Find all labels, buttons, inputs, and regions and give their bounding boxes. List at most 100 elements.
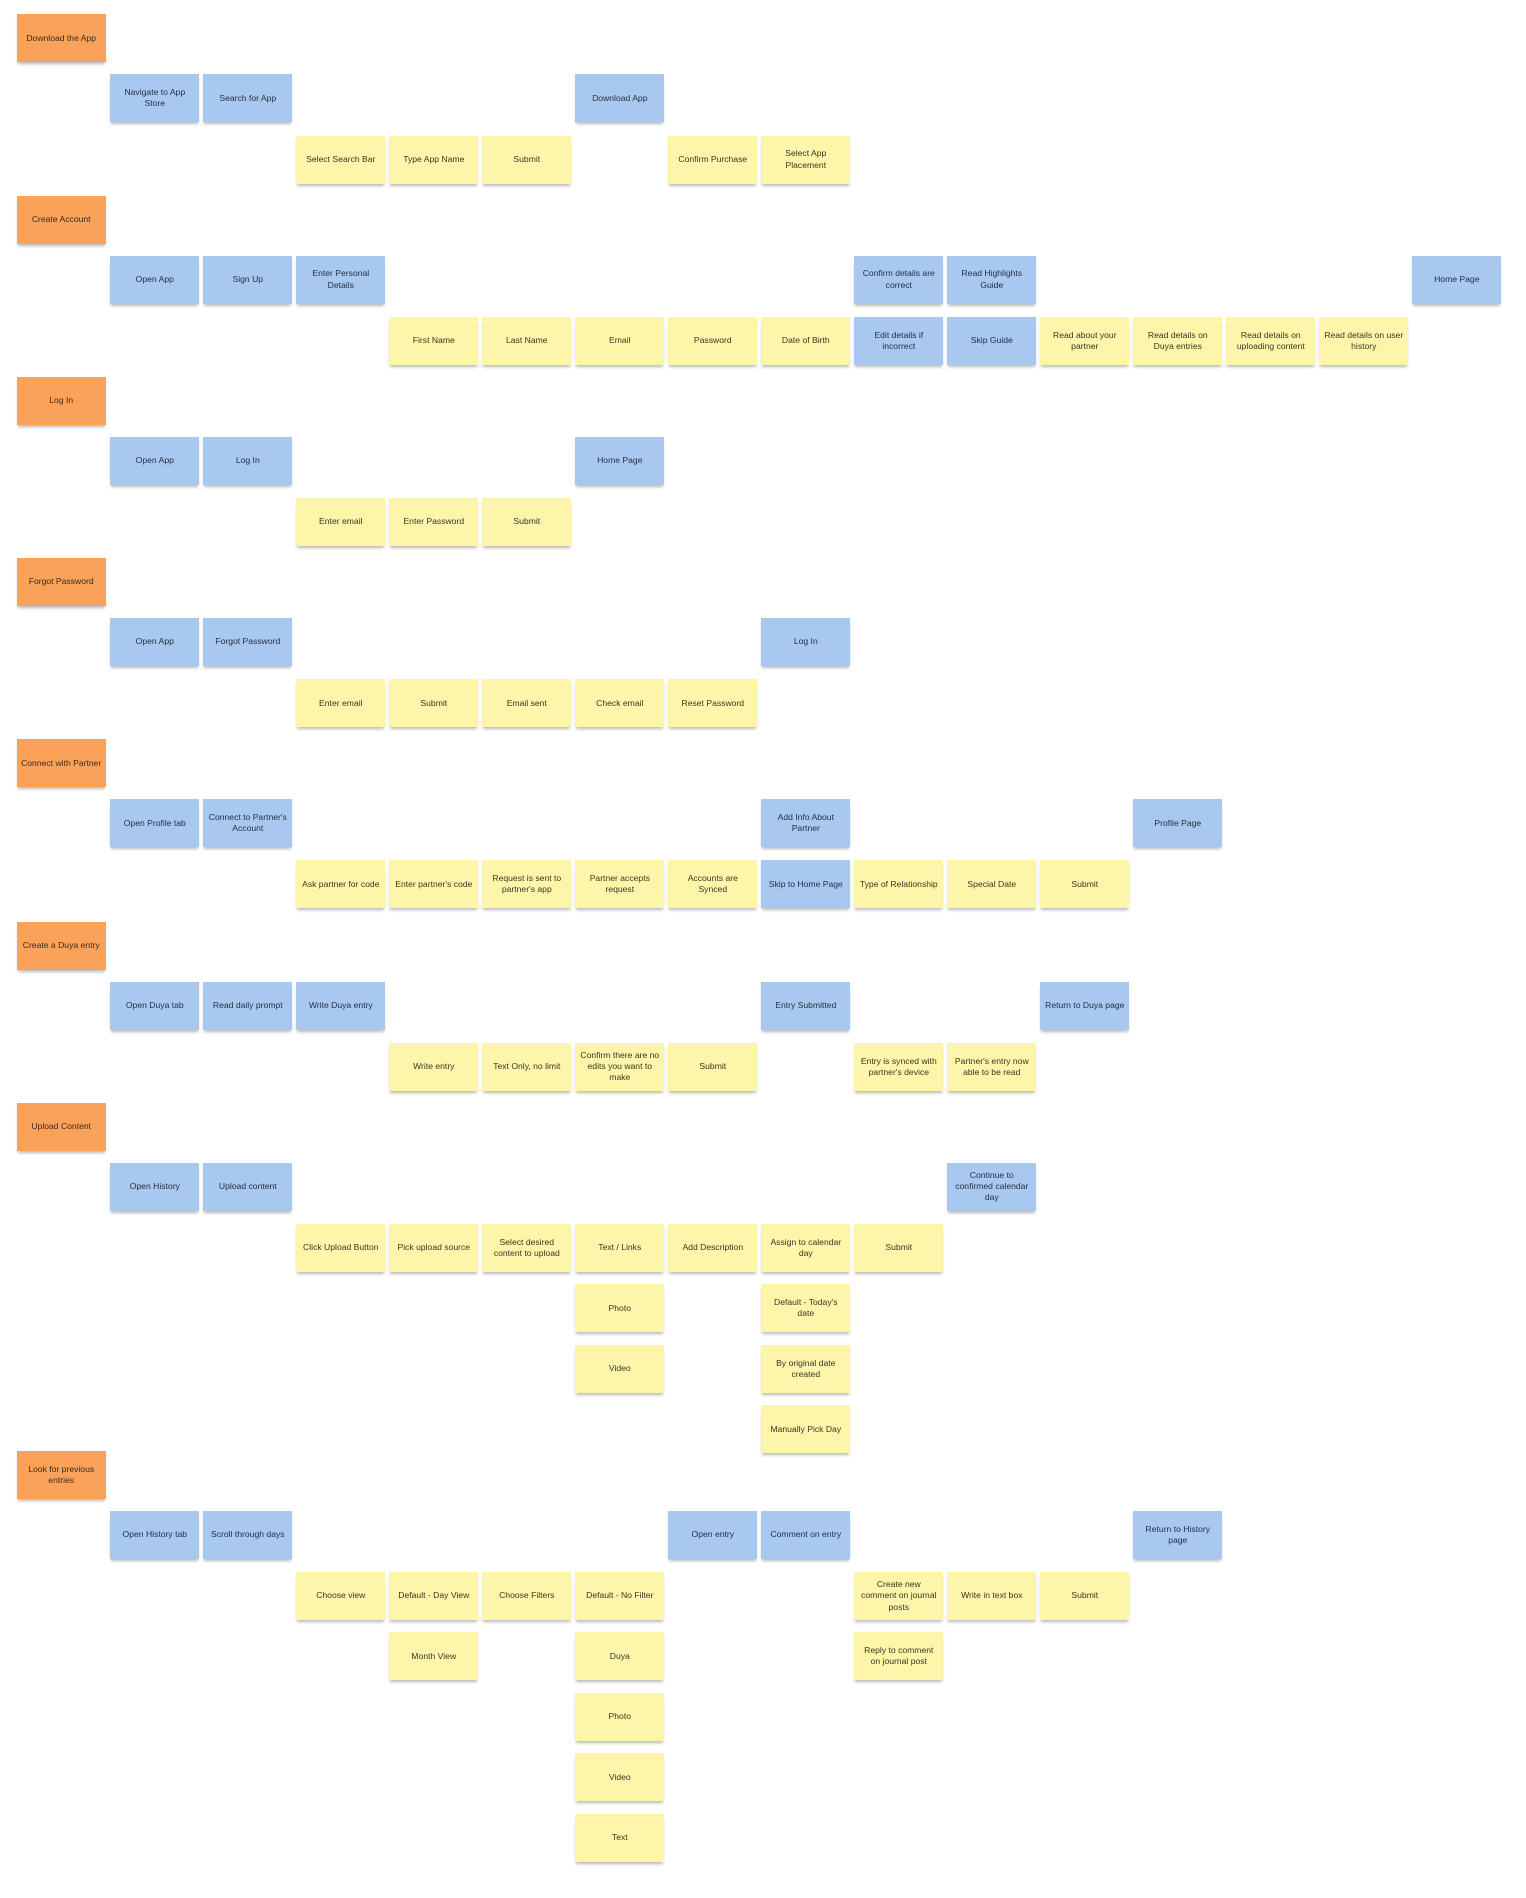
task-note: Write in text box <box>947 1572 1037 1620</box>
task-note: Select Search Bar <box>296 135 386 184</box>
task-note: Partner accepts request <box>575 860 665 909</box>
activity-note: Return to History page <box>1133 1510 1223 1559</box>
task-note: Assign to calendar day <box>761 1224 851 1272</box>
task-note: Read details on user history <box>1319 316 1409 365</box>
activity-note: Navigate to App Store <box>110 74 200 123</box>
task-note: Select App Placement <box>761 135 851 184</box>
epic-note: Create Account <box>16 195 106 244</box>
task-note: Accounts are Synced <box>668 860 758 909</box>
task-note: Submit <box>668 1042 758 1091</box>
activity-note: Scroll through days <box>203 1510 293 1559</box>
activity-note: Open Profile tab <box>110 799 200 848</box>
activity-note: Edit details if incorrect <box>854 316 944 365</box>
task-note: Select desired content to upload <box>482 1224 572 1272</box>
activity-note: Read daily prompt <box>203 981 293 1030</box>
activity-note: Download App <box>575 74 665 123</box>
activity-note: Forgot Password <box>203 618 293 666</box>
task-note: Read about your partner <box>1040 316 1130 365</box>
task-note: Manually Pick Day <box>761 1405 851 1454</box>
task-note: Check email <box>575 679 665 728</box>
activity-note: Add Info About Partner <box>761 799 851 848</box>
activity-note: Comment on entry <box>761 1510 851 1559</box>
task-note: Read details on Duya entries <box>1133 316 1223 365</box>
task-note: Submit <box>1040 1572 1130 1620</box>
activity-note: Log In <box>203 436 293 485</box>
task-note: Photo <box>575 1284 665 1333</box>
task-note: Special Date <box>947 860 1037 909</box>
task-note: Partner's entry now able to be read <box>947 1042 1037 1091</box>
task-note: Submit <box>482 135 572 184</box>
activity-note: Home Page <box>1412 255 1502 304</box>
epic-note: Look for previous entries <box>16 1450 106 1499</box>
epic-note: Download the App <box>16 14 106 63</box>
task-note: Confirm Purchase <box>668 135 758 184</box>
task-note: Choose Filters <box>482 1572 572 1620</box>
task-note: Enter email <box>296 679 386 728</box>
activity-note: Connect to Partner's Account <box>203 799 293 848</box>
task-note: Submit <box>854 1224 944 1272</box>
task-note: Choose view <box>296 1572 386 1620</box>
activity-note: Open Duya tab <box>110 981 200 1030</box>
task-note: Photo <box>575 1692 665 1741</box>
epic-note: Upload Content <box>16 1102 106 1151</box>
task-note: Video <box>575 1344 665 1393</box>
activity-note: Read Highlights Guide <box>947 255 1037 304</box>
task-note: Entry is synced with partner's device <box>854 1042 944 1091</box>
epic-note: Create a Duya entry <box>16 921 106 970</box>
activity-note: Open entry <box>668 1510 758 1559</box>
task-note: Email sent <box>482 679 572 728</box>
task-note: Click Upload Button <box>296 1224 386 1272</box>
task-note: Type of Relationship <box>854 860 944 909</box>
task-note: Create new comment on journal posts <box>854 1572 944 1620</box>
task-note: Default - No Filter <box>575 1572 665 1620</box>
epic-note: Connect with Partner <box>16 739 106 788</box>
activity-note: Skip Guide <box>947 316 1037 365</box>
activity-note: Open App <box>110 618 200 666</box>
task-note: Duya <box>575 1632 665 1681</box>
activity-note: Entry Submitted <box>761 981 851 1030</box>
task-note: Video <box>575 1753 665 1802</box>
epic-note: Forgot Password <box>16 558 106 606</box>
activity-note: Confirm details are correct <box>854 255 944 304</box>
task-note: Pick upload source <box>389 1224 479 1272</box>
activity-note: Sign Up <box>203 255 293 304</box>
activity-note: Log In <box>761 618 851 666</box>
activity-note: Upload content <box>203 1162 293 1211</box>
task-note: Text / Links <box>575 1224 665 1272</box>
task-note: Text <box>575 1813 665 1862</box>
task-note: Confirm there are no edits you want to m… <box>575 1042 665 1091</box>
activity-note: Enter Personal Details <box>296 255 386 304</box>
activity-note: Open History <box>110 1162 200 1211</box>
activity-note: Home Page <box>575 436 665 485</box>
task-note: Write entry <box>389 1042 479 1091</box>
activity-note: Return to Duya page <box>1040 981 1130 1030</box>
activity-note: Continue to confirmed calendar day <box>947 1162 1037 1211</box>
activity-note: Open App <box>110 436 200 485</box>
task-note: Last Name <box>482 316 572 365</box>
task-note: Reset Password <box>668 679 758 728</box>
task-note: Submit <box>389 679 479 728</box>
task-note: Submit <box>482 498 572 546</box>
task-note: Type App Name <box>389 135 479 184</box>
task-note: Password <box>668 316 758 365</box>
task-note: Request is sent to partner's app <box>482 860 572 909</box>
task-note: First Name <box>389 316 479 365</box>
task-note: Ask partner for code <box>296 860 386 909</box>
task-note: By original date created <box>761 1344 851 1393</box>
task-note: Enter Password <box>389 498 479 546</box>
activity-note: Open History tab <box>110 1510 200 1559</box>
activity-note: Profile Page <box>1133 799 1223 848</box>
activity-note: Open App <box>110 255 200 304</box>
task-note: Submit <box>1040 860 1130 909</box>
task-note: Month View <box>389 1632 479 1681</box>
task-note: Text Only, no limit <box>482 1042 572 1091</box>
activity-note: Write Duya entry <box>296 981 386 1030</box>
task-note: Enter partner's code <box>389 860 479 909</box>
epic-note: Log In <box>16 376 106 425</box>
task-note: Email <box>575 316 665 365</box>
task-note: Date of Birth <box>761 316 851 365</box>
task-note: Default - Today's date <box>761 1284 851 1333</box>
task-note: Read details on uploading content <box>1226 316 1316 365</box>
task-note: Enter email <box>296 498 386 546</box>
task-note: Reply to comment on journal post <box>854 1632 944 1681</box>
